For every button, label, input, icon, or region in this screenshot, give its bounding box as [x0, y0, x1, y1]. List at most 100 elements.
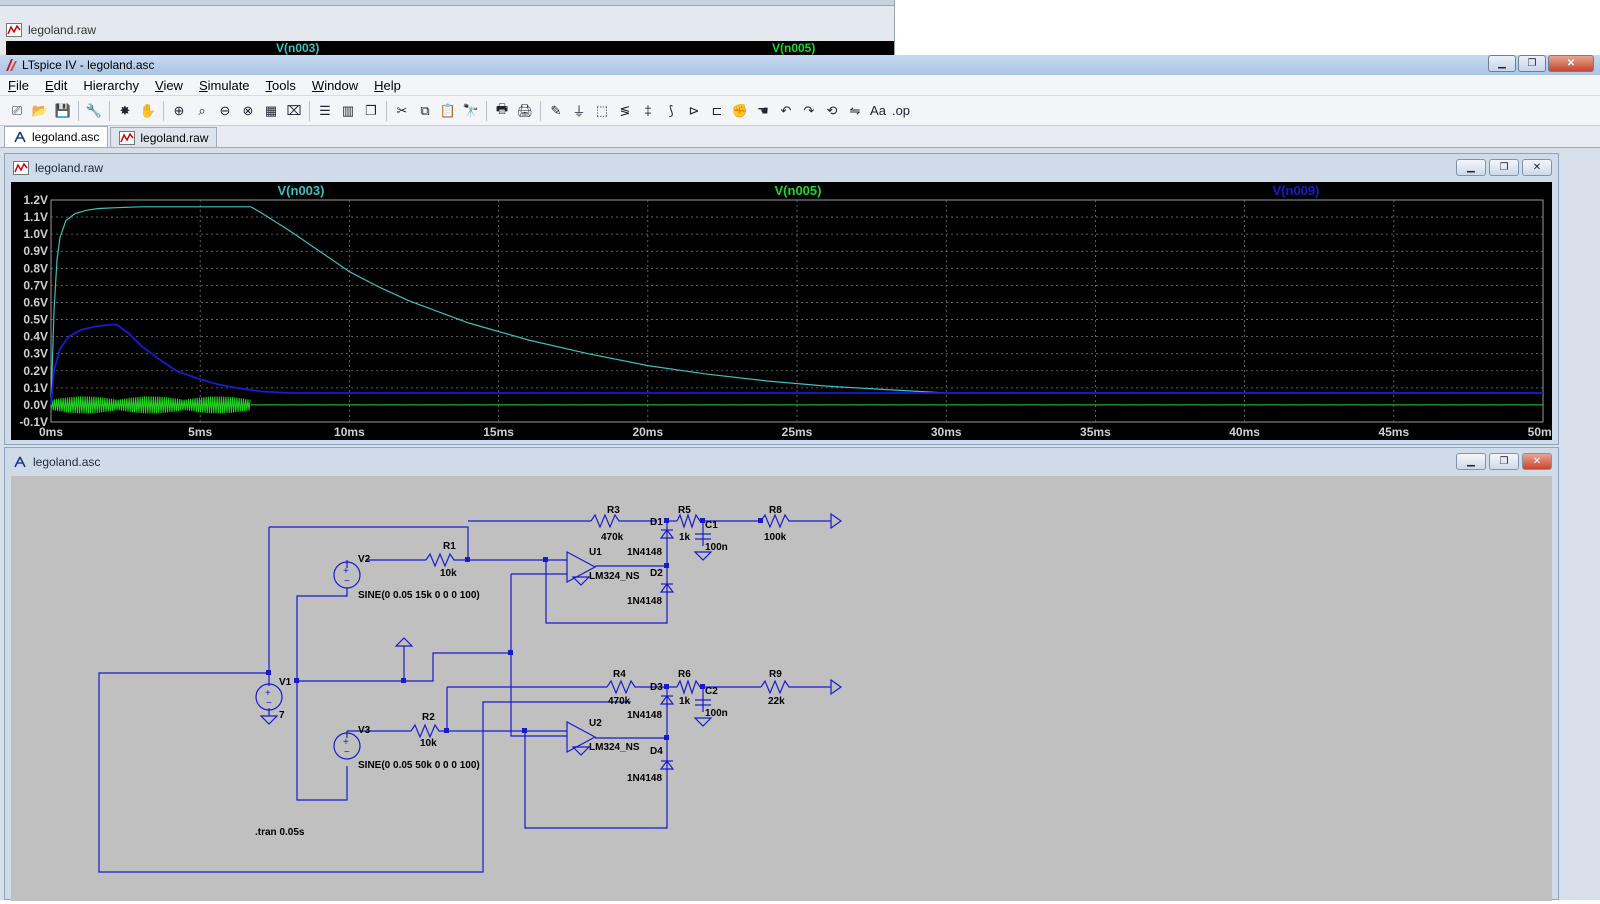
label-r8: R8: [769, 505, 782, 516]
print-preview-button[interactable]: 🖶: [491, 100, 513, 122]
minimize-icon: ▁: [1467, 456, 1475, 467]
ltspice-logo-icon: [6, 59, 17, 71]
zoom-in-button[interactable]: ⊕: [168, 100, 190, 122]
copy-button[interactable]: ⧉: [414, 100, 436, 122]
menu-file[interactable]: File: [8, 77, 29, 93]
run-button[interactable]: ✸: [114, 100, 136, 122]
schematic-close-button[interactable]: ✕: [1522, 453, 1552, 470]
resistor-r8: [760, 513, 801, 529]
waveform-close-button[interactable]: ✕: [1522, 159, 1552, 176]
mirror-icon: ⇋: [849, 102, 861, 118]
schematic-canvas[interactable]: +− +− +− V2 SINE(0 0.05 15k 0 0 0 100) V…: [11, 476, 1552, 901]
menu-window[interactable]: Window: [311, 77, 359, 93]
schematic-window-title-bar[interactable]: legoland.asc: [5, 448, 1558, 476]
control-panel-icon: 🔧: [85, 102, 103, 118]
undo-button[interactable]: ↶: [775, 100, 797, 122]
cascade-button[interactable]: ❐: [360, 100, 382, 122]
control-panel-button[interactable]: 🔧: [83, 100, 105, 122]
menu-simulate[interactable]: Simulate: [198, 77, 250, 93]
ground-icon: ⏚: [572, 104, 586, 119]
restore-icon: ❐: [1527, 58, 1537, 69]
move-button[interactable]: ✊: [729, 100, 751, 122]
label-r4: R4: [613, 669, 626, 680]
open-button[interactable]: 📂: [29, 100, 51, 122]
source-v2: [333, 561, 361, 589]
x-tick-label: 20ms: [632, 425, 663, 439]
trace-label: V(n005): [775, 183, 822, 198]
app-title-bar[interactable]: LTspice IV - legoland.asc ▁ ❐ ✕: [0, 55, 1600, 75]
print-button[interactable]: 🖨: [514, 100, 536, 122]
label-r2: R2: [422, 712, 435, 723]
capacitor-button[interactable]: ‡: [637, 100, 659, 122]
redo-icon: ↷: [803, 102, 815, 118]
tab-legoland-asc[interactable]: legoland.asc: [4, 126, 109, 147]
menu-view[interactable]: View: [155, 77, 183, 93]
text-icon: Aa: [870, 103, 886, 118]
close-button[interactable]: ✕: [1548, 55, 1594, 72]
menu-edit[interactable]: Edit: [44, 77, 68, 93]
reference-arrow: [394, 637, 414, 647]
label-r6: R6: [678, 669, 691, 680]
menu-hierarchy[interactable]: Hierarchy: [83, 77, 139, 93]
document-tabs: legoland.asc legoland.raw: [0, 126, 1600, 148]
zoom-pan-button[interactable]: ⌕: [191, 100, 213, 122]
toolbar-separator: [386, 100, 387, 121]
background-window-title: legoland.raw: [6, 20, 96, 40]
zoom-fit-button[interactable]: ⊗: [237, 100, 259, 122]
label-r9-value: 22k: [768, 696, 785, 707]
resistor-button[interactable]: ≶: [614, 100, 636, 122]
save-button[interactable]: 💾: [52, 100, 74, 122]
diode-button[interactable]: ⊳: [683, 100, 705, 122]
resistor-r5: [676, 513, 703, 529]
new-schematic-button[interactable]: ⎚: [6, 100, 28, 122]
zoom-fit-icon: ⊗: [242, 102, 254, 118]
schematic-drawing[interactable]: +− +− +− V2 SINE(0 0.05 15k 0 0 0 100) V…: [11, 476, 1552, 901]
paste-button[interactable]: 📋: [437, 100, 459, 122]
svg-text:−: −: [266, 698, 272, 709]
delete-trace-button[interactable]: ⌧: [283, 100, 305, 122]
label-button[interactable]: ⬚: [591, 100, 613, 122]
restore-button[interactable]: ❐: [1518, 55, 1546, 72]
diode-d4: [659, 760, 675, 770]
ground-button[interactable]: ⏚: [568, 100, 590, 122]
svg-text:−: −: [344, 576, 350, 587]
opamp-u2: [566, 720, 597, 754]
halt-button[interactable]: ✋: [137, 100, 159, 122]
wire-button[interactable]: ✎: [545, 100, 567, 122]
label-d3: D3: [650, 682, 663, 693]
schematic-minimize-button[interactable]: ▁: [1456, 453, 1486, 470]
x-tick-label: 45ms: [1378, 425, 1409, 439]
rotate-button[interactable]: ⟲: [821, 100, 843, 122]
schematic-restore-button[interactable]: ❐: [1489, 453, 1519, 470]
text-button[interactable]: Aa: [867, 100, 889, 122]
open-icon: 📂: [31, 102, 49, 118]
y-tick-label: 0.7V: [23, 278, 48, 292]
zoom-out-button[interactable]: ⊖: [214, 100, 236, 122]
close-icon: ✕: [1566, 58, 1576, 69]
tile-horizontal-button[interactable]: ☰: [314, 100, 336, 122]
waveform-restore-button[interactable]: ❐: [1489, 159, 1519, 176]
waveform-window-title-bar[interactable]: legoland.raw: [5, 154, 1558, 182]
y-tick-label: 0.8V: [23, 261, 48, 275]
minimize-icon: ▁: [1498, 58, 1506, 69]
autorange-button[interactable]: ▦: [260, 100, 282, 122]
minimize-button[interactable]: ▁: [1488, 55, 1516, 72]
mirror-button[interactable]: ⇋: [844, 100, 866, 122]
cut-button[interactable]: ✂: [391, 100, 413, 122]
label-icon: ⬚: [595, 102, 609, 118]
redo-button[interactable]: ↷: [798, 100, 820, 122]
menu-help[interactable]: Help: [374, 77, 401, 93]
drag-button[interactable]: ☚: [752, 100, 774, 122]
menu-tools[interactable]: Tools: [265, 77, 296, 93]
inductor-button[interactable]: ⟆: [660, 100, 682, 122]
tile-vertical-button[interactable]: ▥: [337, 100, 359, 122]
component-button[interactable]: ⊏: [706, 100, 728, 122]
waveform-icon: [13, 161, 29, 175]
tab-legoland-raw[interactable]: legoland.raw: [110, 127, 218, 147]
zoom-pan-icon: ⌕: [198, 102, 206, 118]
waveform-minimize-button[interactable]: ▁: [1456, 159, 1486, 176]
spice-directive-button[interactable]: .op: [890, 100, 912, 122]
find-button[interactable]: 🔭: [460, 100, 482, 122]
